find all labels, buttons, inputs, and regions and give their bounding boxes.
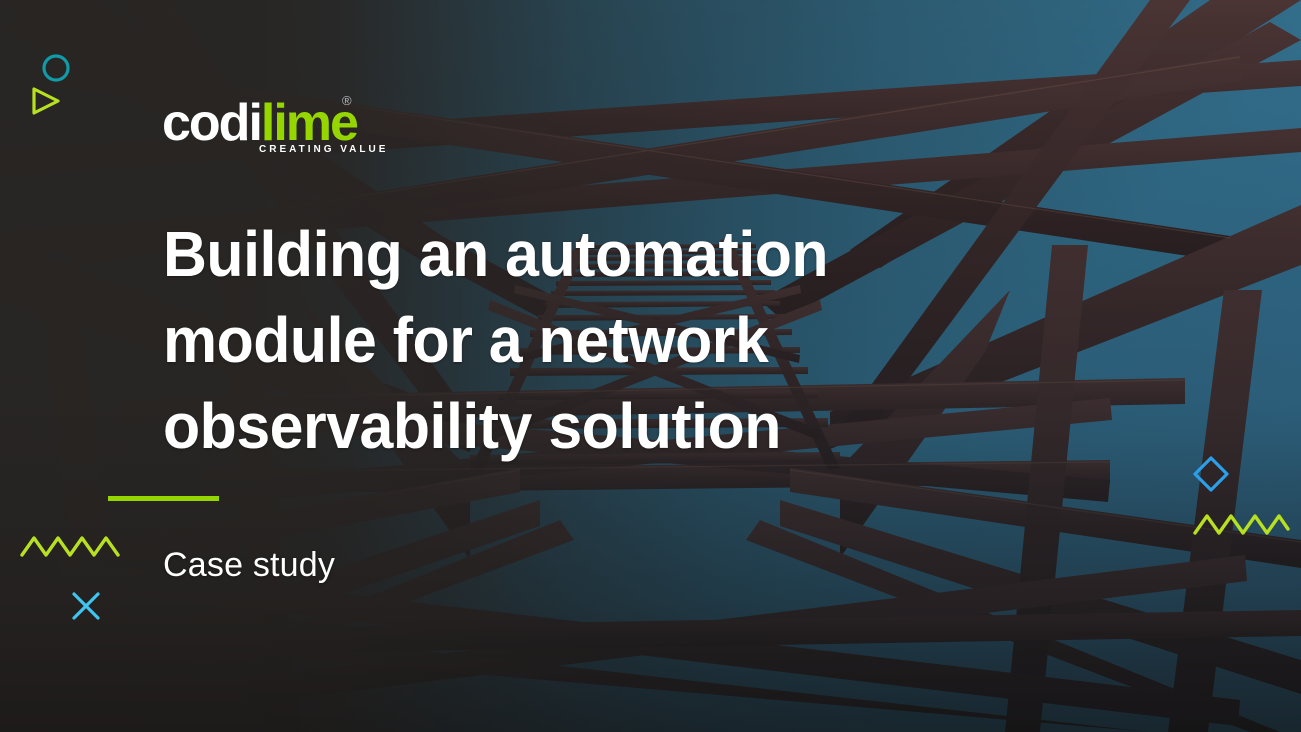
page-title-line-2: module for a network (163, 304, 769, 376)
zigzag-left-icon (20, 533, 120, 559)
zigzag-right-icon (1193, 511, 1290, 537)
page-title-line-3: observability solution (163, 390, 781, 462)
circle-outline-icon (40, 52, 72, 84)
logo-tagline: CREATING VALUE (259, 144, 389, 155)
page-title: Building an automation module for a netw… (163, 211, 885, 469)
subtitle: Case study (163, 546, 336, 584)
page-title-line-1: Building an automation (163, 218, 829, 290)
accent-divider (108, 496, 219, 501)
diamond-outline-icon (1190, 453, 1232, 495)
logo-word-lime: lime (260, 94, 359, 152)
play-triangle-outline-icon (29, 85, 63, 117)
registered-trademark-icon: ® (342, 93, 352, 108)
x-cross-icon (70, 590, 102, 622)
logo-word-codi: codi (162, 94, 263, 152)
codilime-logo: codilime (162, 97, 362, 159)
